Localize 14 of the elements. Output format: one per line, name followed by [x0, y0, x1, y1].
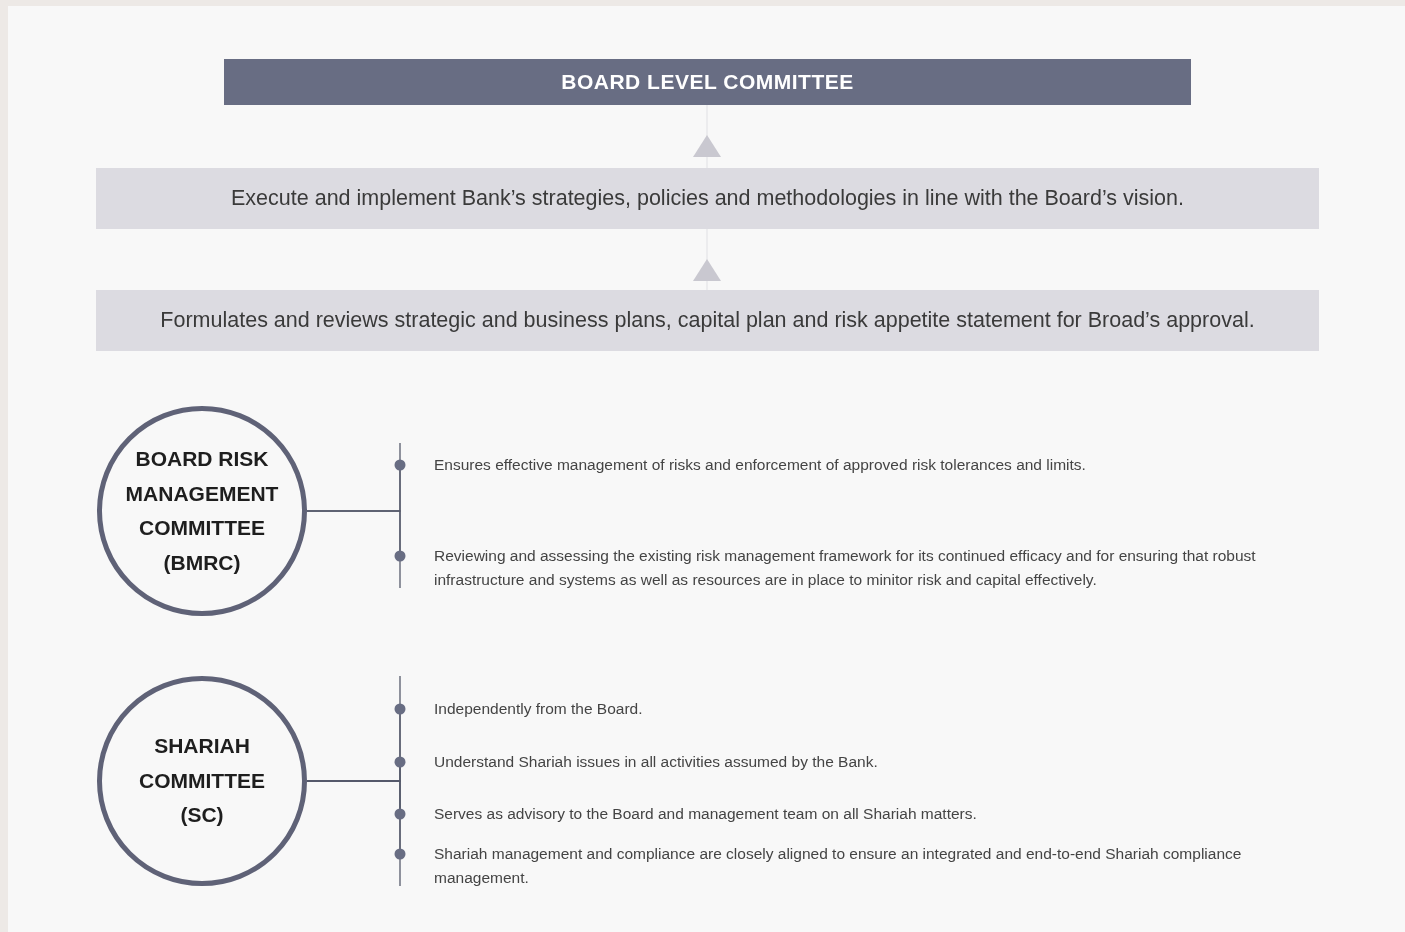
committee-name: BOARD RISK MANAGEMENT COMMITTEE (BMRC) [124, 446, 280, 576]
header-text: BOARD LEVEL COMMITTEE [561, 70, 854, 94]
committee-name: SHARIAH COMMITTEE (SC) [138, 733, 266, 829]
statement-band [96, 290, 1319, 351]
statement-text: Formulates and reviews strategic and business plans, capital plan and risk appetite statement for Broad’s approval. [160, 308, 1255, 333]
bullet-text: Reviewing and assessing the existing risk management framework for its continued efficacy and for ensuring that robust infrastructure and systems as well as resources are in place to minitor risk and capital effectively. [434, 547, 1256, 588]
statement-text: Execute and implement Bank’s strategies, policies and methodologies in line with the Board’s vision. [231, 186, 1184, 211]
bullet-text: Ensures effective management of risks and enforcement of approved risk tolerances and limits. [434, 456, 1086, 473]
bullet-text: Shariah management and compliance are closely aligned to ensure an integrated and end-to-end Shariah compliance management. [434, 845, 1242, 886]
bullet-text: Independently from the Board. [434, 700, 643, 717]
bullet-text: Understand Shariah issues in all activities assumed by the Bank. [434, 753, 878, 770]
statement-band [96, 168, 1319, 229]
bullet-text: Serves as advisory to the Board and management team on all Shariah matters. [434, 805, 977, 822]
header-bar [224, 59, 1191, 105]
